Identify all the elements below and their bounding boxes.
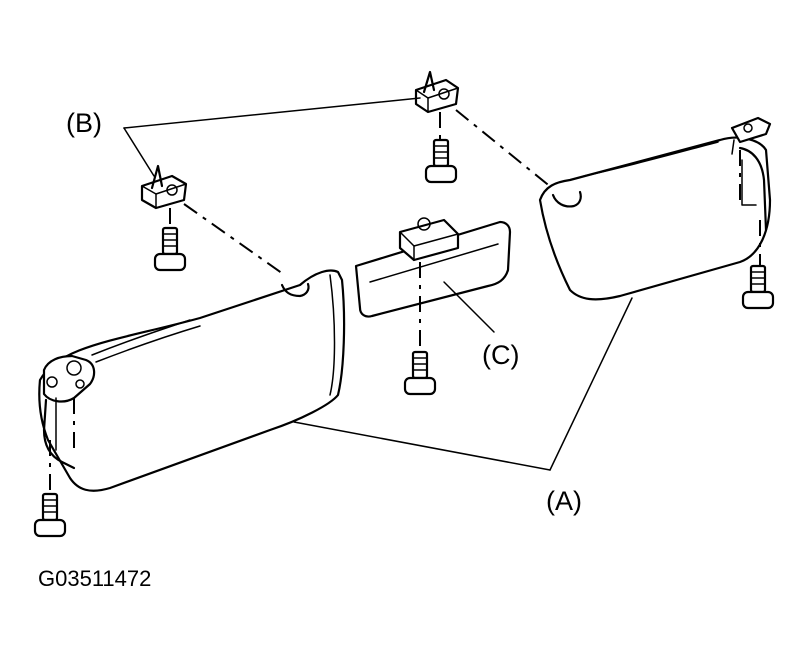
left-sun-visor (38, 269, 346, 492)
screw-left-bracket (153, 226, 187, 272)
screw-left-visor (33, 492, 67, 538)
screw-center-bracket (424, 138, 458, 184)
assembly-lines (49, 109, 761, 494)
right-sun-visor (538, 116, 772, 301)
figure-code: G03511472 (38, 566, 151, 591)
bracket-b-right (414, 70, 460, 114)
screw-hook (403, 350, 437, 396)
bracket-b-left (140, 164, 188, 210)
label-a: (A) (546, 486, 582, 516)
leader-lines (123, 97, 633, 471)
screw-right-visor (741, 264, 775, 310)
label-b: (B) (66, 108, 102, 138)
label-c: (C) (482, 340, 519, 370)
visor-hook-c (354, 217, 512, 318)
